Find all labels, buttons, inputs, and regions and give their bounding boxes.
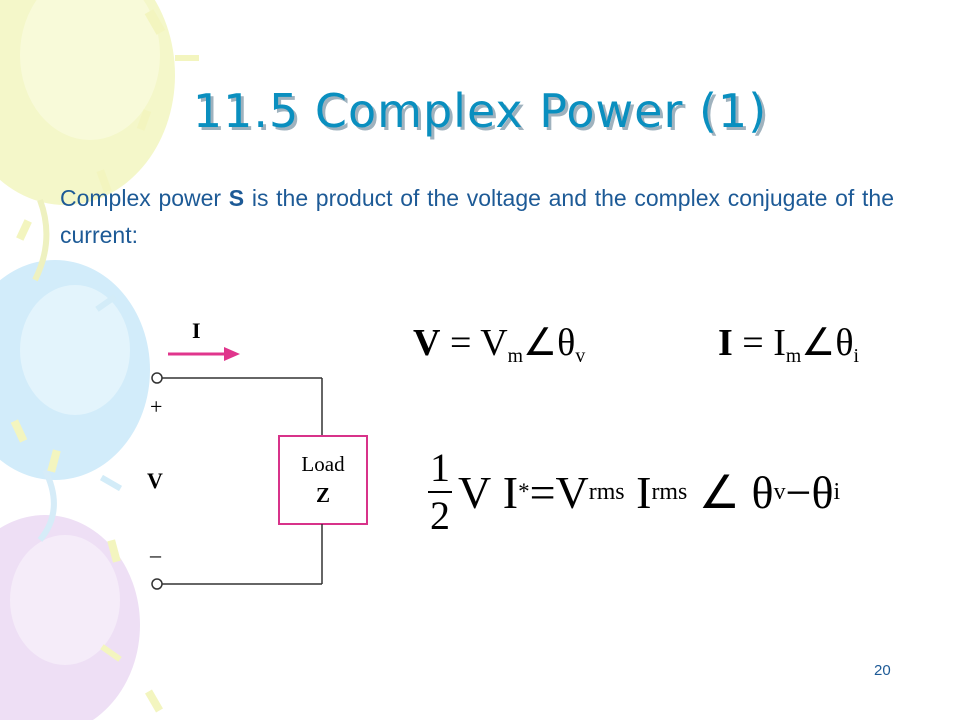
fraction-numerator: 1 (430, 445, 450, 490)
eq-s-theta-v: θ (751, 466, 774, 518)
eq-s-irms-sub: rms (651, 478, 688, 505)
current-label: I (192, 318, 201, 343)
fraction-bar (428, 491, 452, 493)
eq-s-current: I (502, 466, 519, 518)
eq-s-voltage: V (458, 466, 492, 518)
body-text-bold-symbol: S (228, 185, 245, 211)
angle-symbol: ∠ (698, 467, 741, 518)
load-box (278, 435, 368, 525)
current-phasor-equation: I = Im∠θi (718, 320, 859, 368)
eq-v-magnitude: V (480, 322, 508, 364)
eq-i-equals: = (732, 322, 774, 364)
eq-s-vrms: V (555, 466, 589, 518)
conjugate-asterisk: * (518, 479, 530, 504)
eq-i-theta-sub: i (853, 344, 860, 367)
fraction-denominator: 2 (430, 493, 450, 538)
body-paragraph: Complex power S is the product of the vo… (60, 180, 894, 254)
eq-i-lhs: I (718, 322, 733, 364)
load-label: Load (301, 452, 345, 476)
eq-s-theta-v-sub: v (773, 478, 786, 505)
confetti (10, 9, 199, 713)
minus-label: – (149, 542, 162, 567)
top-terminal (151, 372, 163, 384)
eq-s-minus: − (785, 466, 812, 518)
eq-v-lhs: V (413, 322, 441, 364)
plus-label: + (150, 394, 162, 419)
body-text-start: Complex power (60, 185, 229, 211)
angle-symbol: ∠ (523, 322, 558, 364)
eq-s-irms: I (636, 466, 652, 518)
eq-s-theta-i: θ (811, 466, 834, 518)
eq-s-theta-i-sub: i (833, 478, 841, 505)
slide-title: 11.5 Complex Power (1) (192, 84, 768, 138)
body-text-end: is the product of the voltage and the co… (60, 185, 894, 248)
eq-v-equals: = (440, 322, 481, 364)
voltage-phasor-equation: V = Vm∠θv (413, 320, 585, 368)
eq-i-magnitude-sub: m (785, 344, 802, 367)
eq-v-theta: θ (557, 322, 576, 364)
bottom-terminal (151, 578, 163, 590)
eq-i-theta: θ (835, 322, 854, 364)
eq-i-magnitude: I (773, 322, 786, 364)
eq-s-equals: = (529, 466, 556, 518)
page-number: 20 (874, 662, 891, 679)
eq-s-vrms-sub: rms (588, 478, 625, 505)
eq-v-magnitude-sub: m (507, 344, 524, 367)
load-circuit-diagram: I + V Load Z – (147, 318, 368, 590)
voltage-label: V (147, 468, 163, 493)
eq-v-theta-sub: v (575, 344, 586, 367)
current-arrow-head (224, 347, 240, 361)
angle-symbol: ∠ (801, 322, 836, 364)
impedance-label: Z (316, 483, 330, 507)
